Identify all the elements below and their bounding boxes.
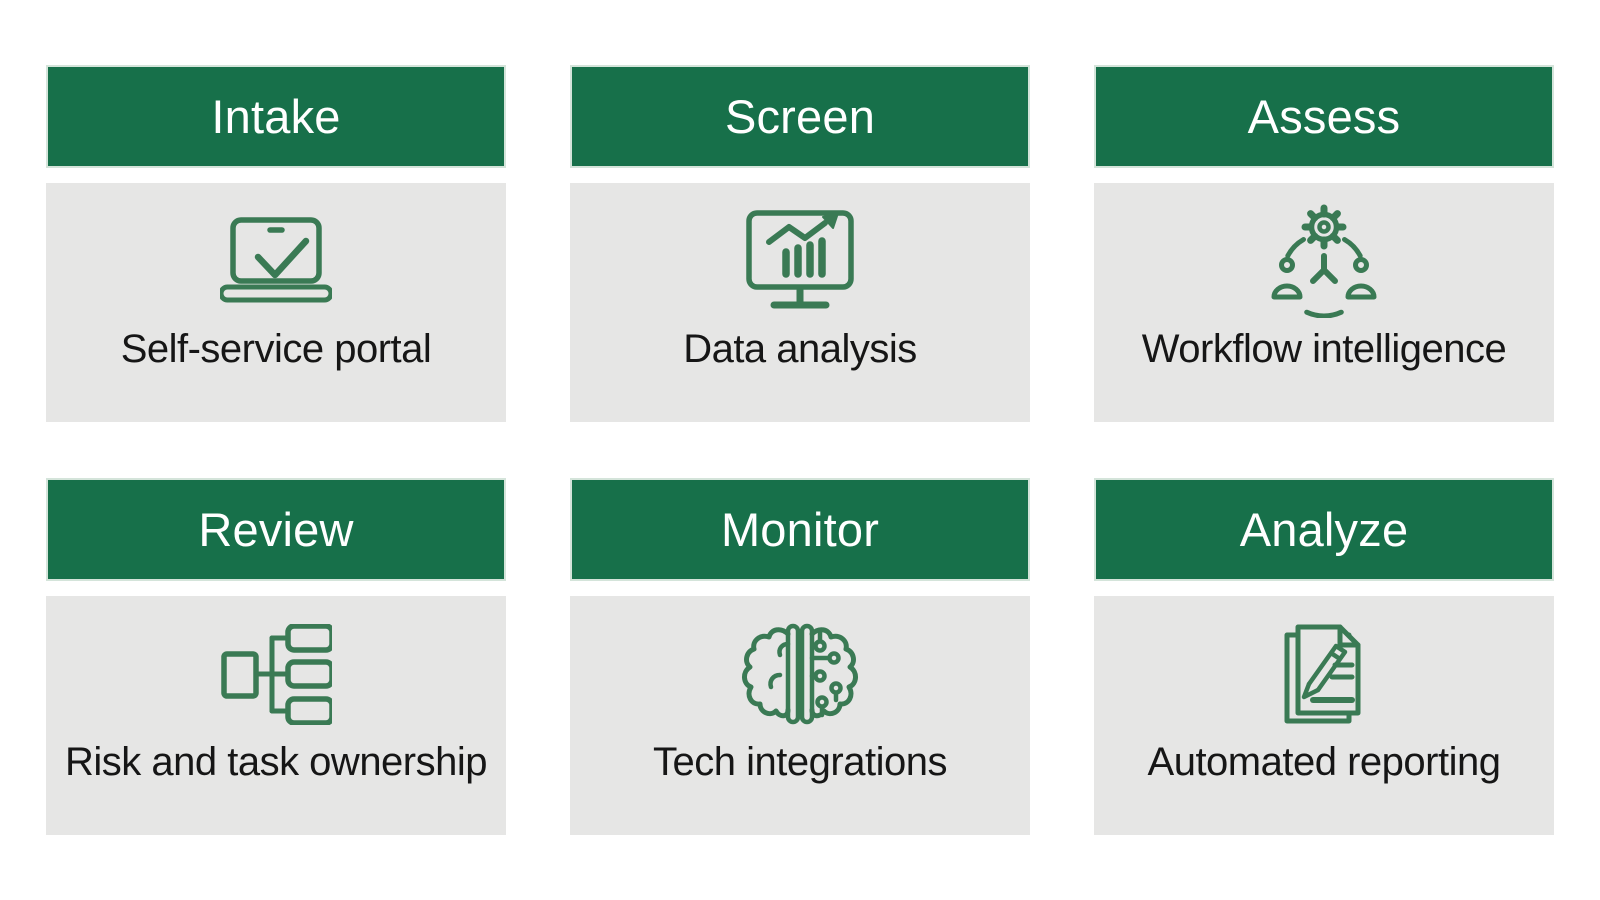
card-label: Tech integrations — [653, 740, 947, 784]
card-body: Risk and task ownership — [46, 596, 506, 835]
card-body: Automated reporting — [1094, 596, 1554, 835]
gear-people-network-icon — [1271, 204, 1377, 318]
card-header: Intake — [46, 65, 506, 168]
card-header: Assess — [1094, 65, 1554, 168]
card-title: Screen — [724, 90, 876, 143]
flowchart-icon — [221, 623, 332, 725]
card-title: Review — [198, 503, 354, 556]
card-analyze: Analyze — [1094, 478, 1554, 835]
card-header: Monitor — [570, 478, 1030, 581]
card-body: Workflow intelligence — [1094, 183, 1554, 422]
icon-wrap — [220, 203, 332, 319]
card-title: Intake — [211, 90, 341, 143]
card-title: Analyze — [1239, 503, 1409, 556]
card-header: Screen — [570, 65, 1030, 168]
card-body: Self-service portal — [46, 183, 506, 422]
card-label: Data analysis — [683, 327, 917, 371]
card-header: Analyze — [1094, 478, 1554, 581]
card-label: Automated reporting — [1147, 740, 1501, 784]
card-screen: Screen Data analysis — [570, 65, 1030, 422]
card-header: Review — [46, 478, 506, 581]
card-intake: Intake Self-service portal — [46, 65, 506, 422]
card-label: Workflow intelligence — [1141, 327, 1507, 371]
card-monitor: Monitor — [570, 478, 1030, 835]
monitor-chart-icon — [746, 210, 854, 309]
icon-wrap — [220, 616, 332, 732]
card-grid: Intake Self-service portal Screen — [46, 65, 1554, 835]
card-label: Self-service portal — [120, 327, 432, 371]
card-review: Review Risk and task ownership — [46, 478, 506, 835]
brain-circuit-icon — [742, 623, 858, 725]
icon-wrap — [745, 203, 855, 319]
icon-wrap — [1263, 203, 1385, 319]
documents-pencil-icon — [1284, 624, 1361, 724]
card-title: Monitor — [720, 503, 880, 556]
laptop-check-icon — [220, 217, 332, 303]
card-assess: Assess — [1094, 65, 1554, 422]
card-body: Tech integrations — [570, 596, 1030, 835]
card-body: Data analysis — [570, 183, 1030, 422]
card-title: Assess — [1247, 90, 1401, 143]
icon-wrap — [740, 616, 860, 732]
card-label: Risk and task ownership — [64, 740, 488, 784]
icon-wrap — [1284, 616, 1364, 732]
